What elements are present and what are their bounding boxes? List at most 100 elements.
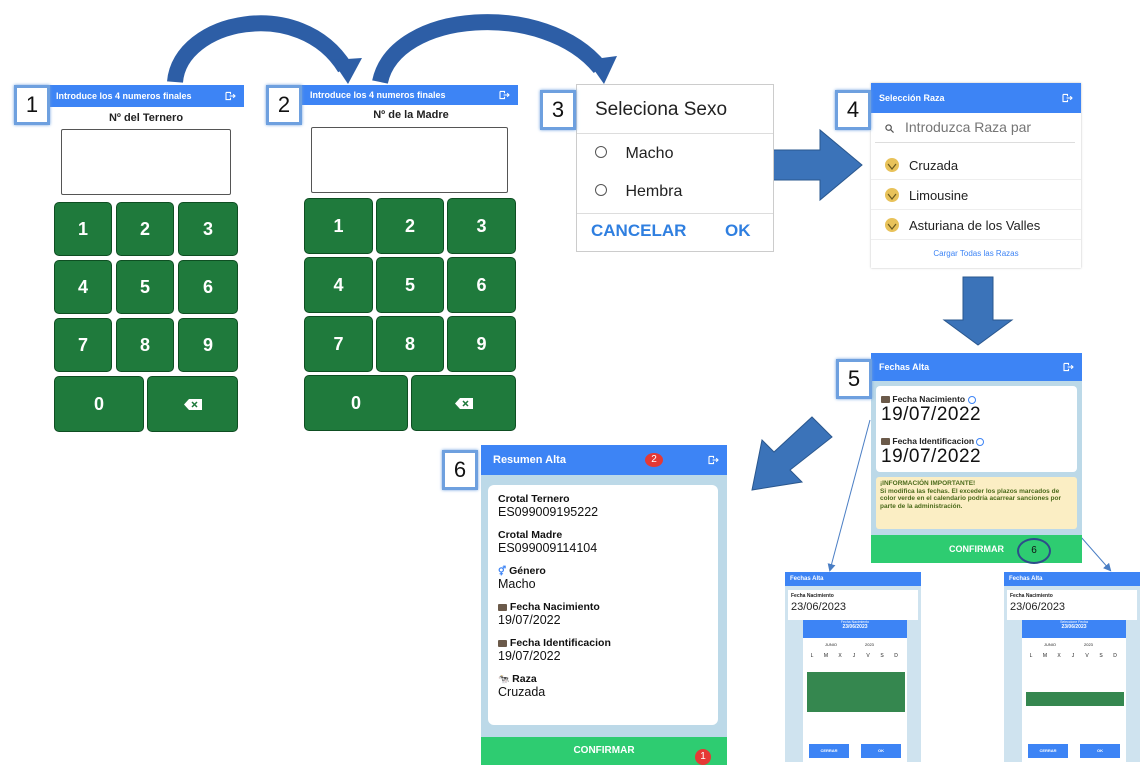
mini-ok-button[interactable]: OK bbox=[861, 744, 901, 758]
breed-search-input[interactable] bbox=[903, 118, 1077, 136]
key-0[interactable]: 0 bbox=[304, 375, 408, 431]
calf-tag-value: ES099009195222 bbox=[498, 505, 599, 519]
birth-date-value[interactable]: 19/07/2022 bbox=[881, 404, 982, 425]
dates-card: Fecha Nacimiento 19/07/2022 Fecha Identi… bbox=[876, 386, 1077, 472]
exit-icon[interactable] bbox=[708, 455, 719, 465]
screen-1: Introduce los 4 numeros finales Nº del T… bbox=[48, 85, 244, 435]
step-number-1: 1 bbox=[14, 85, 50, 125]
mini-card: Fecha Nacimiento 23/06/2023 bbox=[788, 590, 918, 620]
mini-cancel-button[interactable]: CERRAR bbox=[809, 744, 849, 758]
exit-icon[interactable] bbox=[1063, 362, 1074, 372]
mini-day-grid bbox=[807, 664, 905, 724]
breed-icon: 🐄 bbox=[498, 674, 510, 684]
birth-date-label: Fecha Nacimiento bbox=[498, 601, 611, 613]
step-number-4: 4 bbox=[835, 90, 871, 130]
curved-arrow-2-3 bbox=[372, 14, 607, 85]
key-2[interactable]: 2 bbox=[116, 202, 174, 256]
curved-arrow-1-2 bbox=[167, 15, 352, 84]
breed-logo-icon bbox=[885, 188, 899, 202]
info-icon[interactable] bbox=[976, 437, 985, 446]
key-3[interactable]: 3 bbox=[447, 198, 516, 254]
weekday: S bbox=[880, 653, 884, 659]
step-number-5: 5 bbox=[836, 359, 872, 399]
header-title: Resumen Alta bbox=[493, 454, 566, 466]
cancel-button[interactable]: CANCELAR bbox=[591, 221, 687, 240]
key-6[interactable]: 6 bbox=[178, 260, 238, 314]
key-9[interactable]: 9 bbox=[178, 318, 238, 372]
key-4[interactable]: 4 bbox=[54, 260, 112, 314]
radio-icon[interactable] bbox=[595, 146, 607, 158]
step-number-2: 2 bbox=[266, 85, 302, 125]
breed-label: Asturiana de los Valles bbox=[909, 218, 1041, 233]
exit-icon[interactable] bbox=[499, 90, 510, 100]
breed-item-cruzada[interactable]: Cruzada bbox=[871, 151, 1081, 180]
breed-label-text: Raza bbox=[512, 673, 537, 685]
ident-date-label-text: Fecha Identificacion bbox=[892, 436, 975, 446]
gender-icon: ⚥ bbox=[498, 566, 507, 576]
breed-logo-icon bbox=[885, 218, 899, 232]
badge-2: 2 bbox=[645, 453, 663, 467]
key-1[interactable]: 1 bbox=[54, 202, 112, 256]
breed-logo-icon bbox=[885, 158, 899, 172]
backspace-icon bbox=[454, 397, 473, 409]
key-9[interactable]: 9 bbox=[447, 316, 516, 372]
mini-dialog-date: 23/06/2023 bbox=[1061, 624, 1087, 630]
load-all-breeds-link[interactable]: Cargar Todas las Razas bbox=[933, 249, 1019, 258]
block-arrow-3-4 bbox=[771, 128, 863, 202]
key-7[interactable]: 7 bbox=[54, 318, 112, 372]
summary-screen: Resumen Alta 2 Crotal Ternero ES09900919… bbox=[481, 445, 727, 765]
key-8[interactable]: 8 bbox=[376, 316, 444, 372]
mini-dialog-title: Seleccione Fecha bbox=[1060, 620, 1088, 624]
exit-icon[interactable] bbox=[225, 91, 236, 101]
breed-item-limousine[interactable]: Limousine bbox=[871, 181, 1081, 210]
weekday: J bbox=[852, 653, 856, 659]
option-hembra[interactable]: Hembra bbox=[595, 183, 682, 201]
mini-birth-label: Fecha Nacimiento bbox=[791, 593, 834, 599]
mini-dialog: Seleccione Fecha 23/06/2023 JUNIO 2023 L… bbox=[1022, 620, 1126, 762]
option-label: Macho bbox=[625, 145, 674, 162]
key-7[interactable]: 7 bbox=[304, 316, 373, 372]
divider bbox=[577, 133, 773, 134]
key-4[interactable]: 4 bbox=[304, 257, 373, 313]
ok-button[interactable]: OK bbox=[725, 221, 751, 240]
mini-ok-button[interactable]: OK bbox=[1080, 744, 1120, 758]
backspace-key[interactable] bbox=[411, 375, 516, 431]
key-6[interactable]: 6 bbox=[447, 257, 516, 313]
breed-item-asturiana[interactable]: Asturiana de los Valles bbox=[871, 211, 1081, 240]
weekday: M bbox=[1042, 653, 1048, 659]
breed-search[interactable] bbox=[875, 116, 1077, 143]
mini-dialog-title: Fecha Nacimiento bbox=[840, 620, 870, 624]
mother-number-input[interactable] bbox=[311, 127, 508, 193]
gender-label-text: Género bbox=[509, 565, 546, 577]
gender-value: Macho bbox=[498, 577, 536, 591]
key-8[interactable]: 8 bbox=[116, 318, 174, 372]
calf-number-input[interactable] bbox=[61, 129, 231, 195]
ident-date-value[interactable]: 19/07/2022 bbox=[881, 446, 982, 467]
block-arrow-4-5 bbox=[942, 276, 1014, 346]
weekday: D bbox=[1113, 653, 1117, 659]
key-1[interactable]: 1 bbox=[304, 198, 373, 254]
option-macho[interactable]: Macho bbox=[595, 145, 673, 163]
birth-date-value: 19/07/2022 bbox=[498, 613, 561, 627]
mini-birth-value: 23/06/2023 bbox=[1010, 601, 1066, 613]
key-5[interactable]: 5 bbox=[116, 260, 174, 314]
key-5[interactable]: 5 bbox=[376, 257, 444, 313]
dialog-title: Seleciona Sexo bbox=[595, 99, 728, 120]
backspace-icon bbox=[183, 398, 202, 410]
key-2[interactable]: 2 bbox=[376, 198, 444, 254]
header-title: Introduce los 4 numeros finales bbox=[56, 91, 192, 101]
radio-icon[interactable] bbox=[595, 184, 607, 196]
backspace-key[interactable] bbox=[147, 376, 238, 432]
summary-fields: Crotal Ternero ES099009195222 Crotal Mad… bbox=[498, 493, 611, 709]
info-icon[interactable] bbox=[967, 395, 976, 404]
confirm-button[interactable]: CONFIRMAR bbox=[481, 737, 727, 765]
key-0[interactable]: 0 bbox=[54, 376, 144, 432]
calf-tag-label: Crotal Ternero bbox=[498, 493, 570, 505]
key-3[interactable]: 3 bbox=[178, 202, 238, 256]
info-title: ¡INFORMACIÓN IMPORTANTE! bbox=[880, 480, 976, 487]
mini-cancel-button[interactable]: CERRAR bbox=[1028, 744, 1068, 758]
calendar-icon bbox=[498, 639, 507, 647]
calendar-icon bbox=[881, 438, 890, 446]
breed-label: Cruzada bbox=[909, 158, 959, 173]
exit-icon[interactable] bbox=[1062, 93, 1073, 103]
